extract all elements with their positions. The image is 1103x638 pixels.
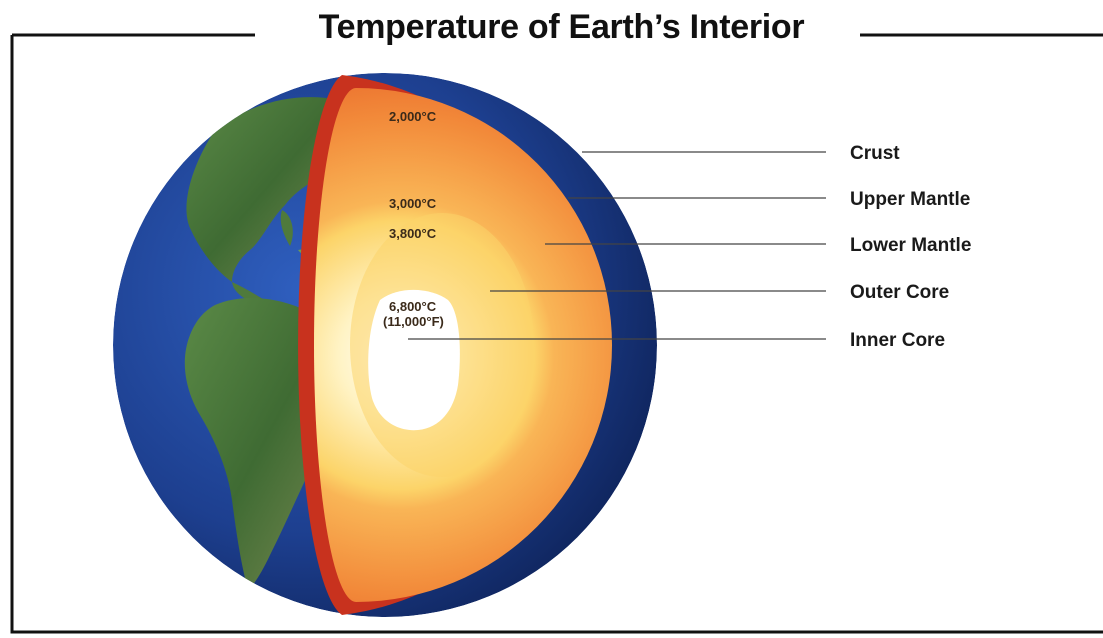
layer-label-lower-mantle: Lower Mantle [850,235,971,256]
temperature-label-crust: 2,000°C [389,109,437,124]
inner-core-layer [368,289,460,431]
layer-label-inner-core: Inner Core [850,330,945,351]
earth-cutaway [298,75,612,615]
temperature-label-lower-mantle: 3,800°C [389,226,437,241]
temperature-label-core-fahrenheit: (11,000°F) [383,314,444,329]
layer-label-outer-core: Outer Core [850,282,949,303]
florida-peninsula [280,210,293,246]
layer-label-upper-mantle: Upper Mantle [850,189,970,210]
layer-label-crust: Crust [850,143,900,164]
north-america-landmass [186,97,345,283]
temperature-label-core-celsius: 6,800°C [389,299,437,314]
frame-border [10,35,1103,634]
temperature-label-upper-mantle: 3,000°C [389,196,437,211]
